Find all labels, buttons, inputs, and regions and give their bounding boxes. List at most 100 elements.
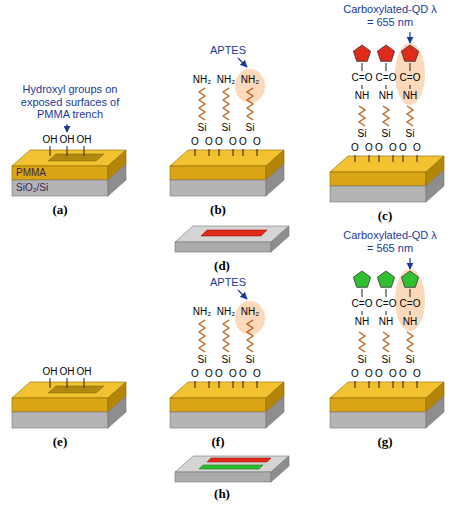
quantum-dot <box>401 45 418 61</box>
bond-line <box>410 311 411 315</box>
chem-label: OH <box>77 134 92 146</box>
chem-label: NH₂ <box>217 74 235 86</box>
propyl-chain <box>359 106 365 126</box>
bond-line <box>410 63 411 71</box>
bond-line <box>219 381 220 388</box>
bond-line <box>219 149 220 156</box>
chem-label: Si <box>382 354 391 366</box>
chem-label: OH <box>43 134 58 146</box>
leader-arrow <box>66 124 67 132</box>
chem-label: Si <box>382 128 391 140</box>
propyl-chain <box>383 106 389 126</box>
chem-label: O <box>389 368 397 380</box>
trench <box>48 386 104 393</box>
reagent-label: APTES <box>210 276 246 289</box>
bond-line <box>410 85 411 89</box>
chem-label: O <box>253 136 261 148</box>
bond-line <box>355 381 356 388</box>
reagent-label: Carboxylated-QD λ = 565 nm <box>340 229 440 254</box>
quantum-dot <box>401 271 418 287</box>
panel-tag: (g) <box>377 435 392 450</box>
chem-label: O <box>399 368 407 380</box>
chem-label: O <box>205 136 213 148</box>
bond-line <box>362 289 363 297</box>
qd-stripe <box>207 458 271 462</box>
leader-arrow <box>409 258 410 269</box>
chem-label: O <box>191 368 199 380</box>
reagent-label: Carboxylated-QD λ = 655 nm <box>340 3 440 28</box>
chem-label: O <box>351 368 359 380</box>
bond-line <box>386 63 387 71</box>
bond-line <box>417 381 418 388</box>
note: Hydroxyl groups on exposed surfaces of P… <box>9 83 131 121</box>
highlight <box>395 43 425 105</box>
bond-line <box>195 381 196 388</box>
substrate <box>170 382 284 428</box>
chem-label: NH <box>403 90 417 102</box>
bond-line <box>209 149 210 156</box>
bond-line <box>243 149 244 156</box>
chem-label: NH <box>355 316 369 328</box>
chem-label: NH₂ <box>217 306 235 318</box>
bond-line <box>386 289 387 297</box>
bond-line <box>195 149 196 156</box>
propyl-chain <box>359 332 365 352</box>
chem-label: O <box>215 136 223 148</box>
propyl-chain <box>247 88 253 120</box>
bond-line <box>84 378 85 388</box>
bond-line <box>233 381 234 388</box>
qd-stripe <box>201 230 267 236</box>
chem-label: O <box>365 142 373 154</box>
chem-label: C=O <box>352 298 373 310</box>
chem-label: O <box>229 368 237 380</box>
chem-label: OH <box>60 134 75 146</box>
substrate <box>175 226 289 252</box>
chem-label: Si <box>246 122 255 134</box>
chem-label: O <box>351 142 359 154</box>
panel-tag: (e) <box>53 435 67 450</box>
bond-line <box>403 381 404 388</box>
propyl-chain <box>407 106 413 126</box>
chem-label: O <box>229 136 237 148</box>
bond-line <box>67 146 68 156</box>
chem-label: O <box>389 142 397 154</box>
chem-label: Si <box>406 354 415 366</box>
panel-tag: (b) <box>210 203 226 218</box>
bond-line <box>362 63 363 71</box>
chem-label: Si <box>358 354 367 366</box>
chem-label: O <box>239 368 247 380</box>
bond-line <box>243 381 244 388</box>
chem-label: NH₂ <box>241 74 259 86</box>
layer-label: SiO₂/Si <box>16 182 48 194</box>
chem-label: C=O <box>400 72 421 84</box>
chem-label: Si <box>358 128 367 140</box>
bond-line <box>355 155 356 162</box>
substrate <box>12 150 126 196</box>
propyl-chain <box>223 320 229 352</box>
panel-tag: (a) <box>52 203 67 218</box>
highlight <box>395 269 425 331</box>
bond-line <box>50 378 51 388</box>
bond-line <box>417 155 418 162</box>
leader-arrow <box>238 290 247 299</box>
chem-label: Si <box>222 122 231 134</box>
bond-line <box>393 381 394 388</box>
substrate <box>330 382 444 428</box>
chem-label: NH <box>379 90 393 102</box>
bond-line <box>209 381 210 388</box>
bond-line <box>257 381 258 388</box>
chem-label: O <box>215 368 223 380</box>
bond-line <box>67 378 68 388</box>
panel-tag: (c) <box>378 209 392 224</box>
chem-label: C=O <box>400 298 421 310</box>
panel-tag: (f) <box>212 435 225 450</box>
bond-line <box>233 149 234 156</box>
chem-label: NH <box>379 316 393 328</box>
chem-label: NH₂ <box>193 74 211 86</box>
reagent-label: APTES <box>210 44 246 57</box>
chem-label: Si <box>198 354 207 366</box>
leader-arrow <box>238 58 247 67</box>
chem-label: NH <box>355 90 369 102</box>
propyl-chain <box>407 332 413 352</box>
bond-line <box>379 155 380 162</box>
